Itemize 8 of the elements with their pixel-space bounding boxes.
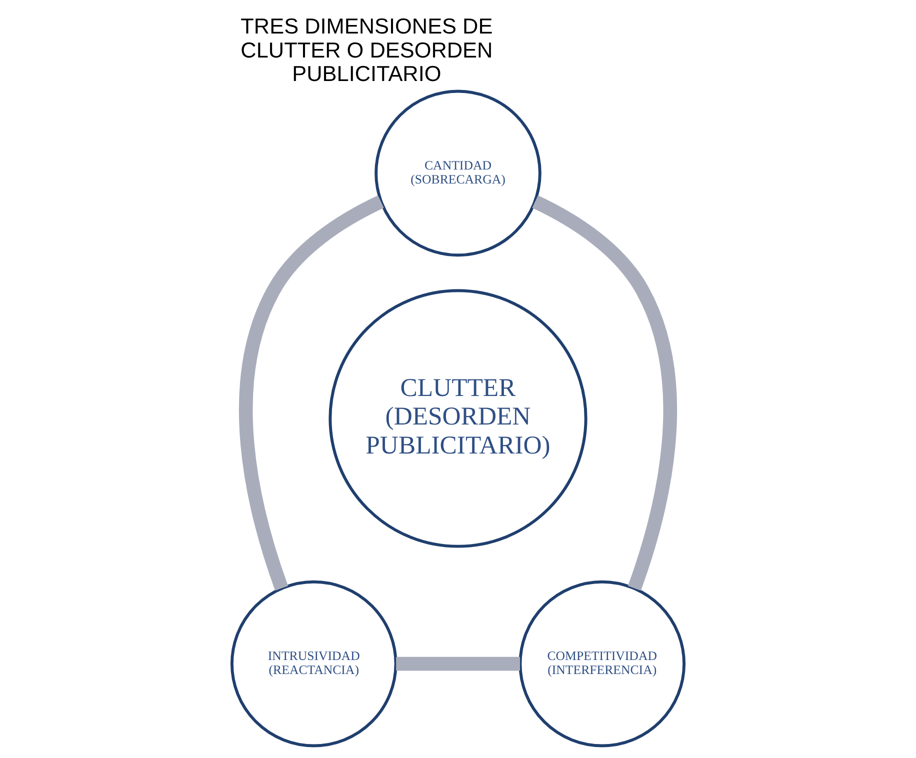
connector <box>532 195 677 590</box>
node-circle: CLUTTER (DESORDEN PUBLICITARIO) <box>328 289 588 548</box>
node-circle: INTRUSIVIDAD (REACTANCIA) <box>230 580 398 748</box>
diagram-title: TRES DIMENSIONES DE CLUTTER O DESORDEN PUBLICITARIO <box>240 14 493 86</box>
connector <box>396 656 520 671</box>
node-circle: CANTIDAD (SOBRECARGA) <box>374 90 542 257</box>
connector <box>239 195 384 590</box>
node-circle: COMPETITIVIDAD (INTERFERENCIA) <box>518 580 686 748</box>
